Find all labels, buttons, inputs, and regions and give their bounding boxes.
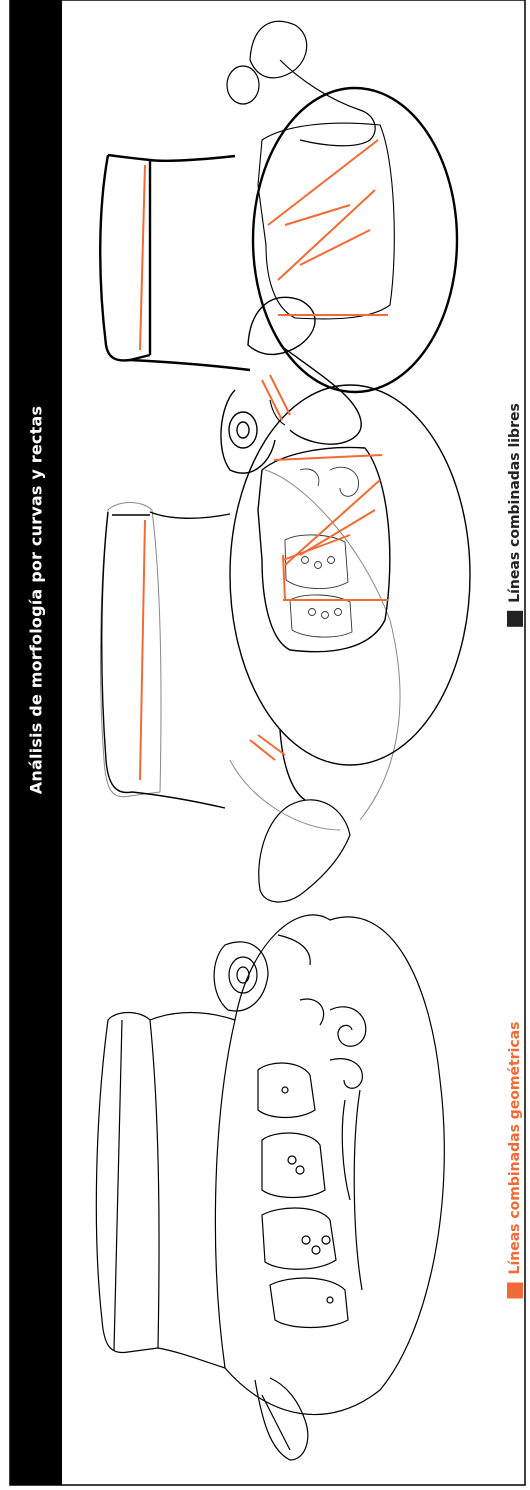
legend-label-free: Líneas combinadas libres — [507, 403, 523, 603]
vessel-mixed-drawing — [101, 297, 470, 830]
vessel-outline-drawing — [96, 800, 444, 1460]
legend-label-geometric: Líneas combinadas geométricas — [507, 1022, 523, 1275]
legend-swatch-geometric — [507, 1282, 523, 1298]
legend-swatch-free — [507, 611, 523, 627]
vessel-geometric-drawing — [100, 21, 457, 425]
